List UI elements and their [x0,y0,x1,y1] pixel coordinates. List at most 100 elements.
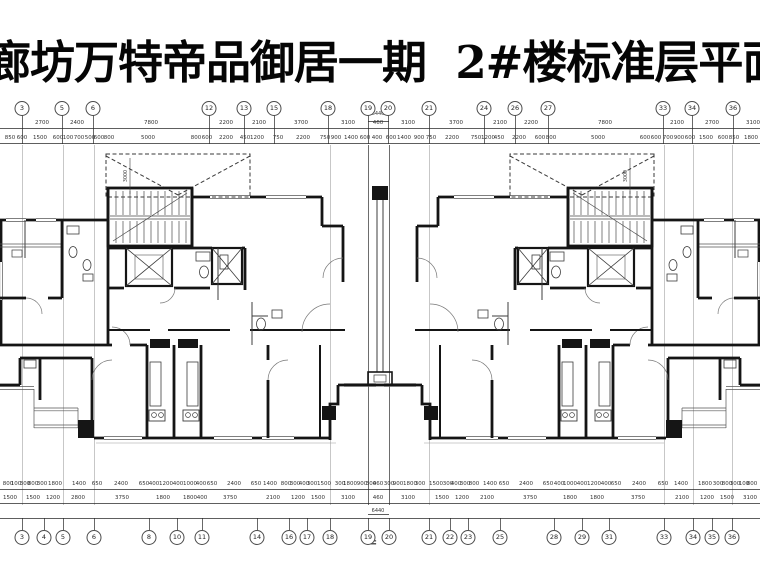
dim-label: 750 [319,135,331,141]
axis-bubble-top-33: 33 [655,101,671,116]
axis-bubble-top-24: 24 [476,101,492,116]
axis-stub-bottom [693,518,694,530]
axis-stub-bottom [177,518,178,530]
grid-line [693,145,694,505]
dim-label: 1500 [3,495,17,501]
grid-line-center [389,145,390,505]
dim-label: 2400 [114,481,128,487]
dim-label: 1400 [483,481,497,487]
axis-stub-top [733,114,734,144]
dim-label: 3750 [223,495,237,501]
dim-label: 2200 [445,135,459,141]
dim-label: 600 [359,135,371,141]
dim-label: 300 [306,481,318,487]
dim-label: 700 [73,135,85,141]
axis-stub-bottom [307,518,308,530]
axis-stub-top [93,114,94,144]
axis-stub-bottom [22,518,23,530]
dim-label: 800 [746,481,758,487]
axis-bubble-bottom-14: 14 [249,530,265,545]
dim-label: 2100 [675,495,689,501]
dim-label: 800 [103,135,115,141]
dim-label: 600 [201,135,213,141]
unit-left [0,152,347,445]
grid-line [94,145,95,505]
dim-label: 1800 [343,481,357,487]
axis-stub-top [368,114,369,144]
axis-stub-top [328,114,329,144]
dim-label: 1000 [563,481,577,487]
dim-label: 3100 [401,120,415,126]
axis-stub-top [548,114,549,144]
dim-label: 600 [16,135,28,141]
dim-label: 1800 [590,495,604,501]
dim-label: 3100 [341,495,355,501]
dim-label: 1400 [674,481,688,487]
dim-label: 1200 [455,495,469,501]
dim-label: 300 [334,481,346,487]
dim-label: 650 [138,481,150,487]
dim-label: 300 [459,481,471,487]
axis-stub-top [274,114,275,144]
dim-chain-line [0,489,760,490]
axis-stub-bottom [732,518,733,530]
dim-label: 460 [372,481,384,487]
dim-label: 300 [19,481,31,487]
dim-label: 650 [250,481,262,487]
axis-stub-bottom [202,518,203,530]
canopy-dim-left: 3000 [123,170,129,182]
dim-label: 450 [239,135,251,141]
axis-bubble-top-21: 21 [421,101,437,116]
axis-stub-bottom [149,518,150,530]
axis-stub-bottom [609,518,610,530]
dim-label: 1200 [481,135,495,141]
dim-label: 1500 [435,495,449,501]
dim-label: 2400 [227,481,241,487]
dim-label: 3700 [294,120,308,126]
axis-bubble-bottom-18: 18 [322,530,338,545]
dim-label: 450 [493,135,505,141]
axis-stub-bottom [429,518,430,530]
axis-stub-bottom [450,518,451,530]
grid-line [732,145,733,505]
axis-bubble-top-18: 18 [320,101,336,116]
axis-bubble-bottom-16: 16 [281,530,297,545]
grid-line [63,145,64,505]
axis-stub-bottom [468,518,469,530]
axis-bubble-top-3: 3 [14,101,30,116]
dim-label: 750 [425,135,437,141]
axis-bubble-bottom-10: 10 [169,530,185,545]
dim-label: 2100 [266,495,280,501]
center-party-zone [322,186,438,440]
dim-chain-line [0,503,760,504]
dim-label: 300 [729,481,741,487]
axis-bubble-top-13: 13 [236,101,252,116]
dim-label: 600 [650,135,662,141]
dim-label: 1200 [250,135,264,141]
dim-label: 300 [414,481,426,487]
axis-stub-top [388,114,389,144]
dim-label: 650 [91,481,103,487]
dim-label: 800 [2,481,14,487]
dim-label: 2100 [493,120,507,126]
dim-label: 900 [356,481,368,487]
axis-stub-top [209,114,210,144]
dim-label: 2100 [670,120,684,126]
axis-bubble-top-6: 6 [85,101,101,116]
dim-label: 2800 [71,495,85,501]
axis-stub-bottom [289,518,290,530]
dim-label: 1200 [291,495,305,501]
dim-label: 1400 [344,135,358,141]
dim-label: 600 [639,135,651,141]
axis-bubble-top-19: 19 [360,101,376,116]
dim-label: 400 [172,481,184,487]
dim-label: 300 [442,481,454,487]
axis-bubble-top-12: 12 [201,101,217,116]
axis-bubble-bottom-23: 23 [460,530,476,545]
dim-label: 300 [289,481,301,487]
dim-label: 2200 [524,120,538,126]
dim-label: 850 [728,135,740,141]
dim-label: 600 [385,135,397,141]
unit-right [413,152,760,445]
axis-bubble-top-5: 5 [54,101,70,116]
